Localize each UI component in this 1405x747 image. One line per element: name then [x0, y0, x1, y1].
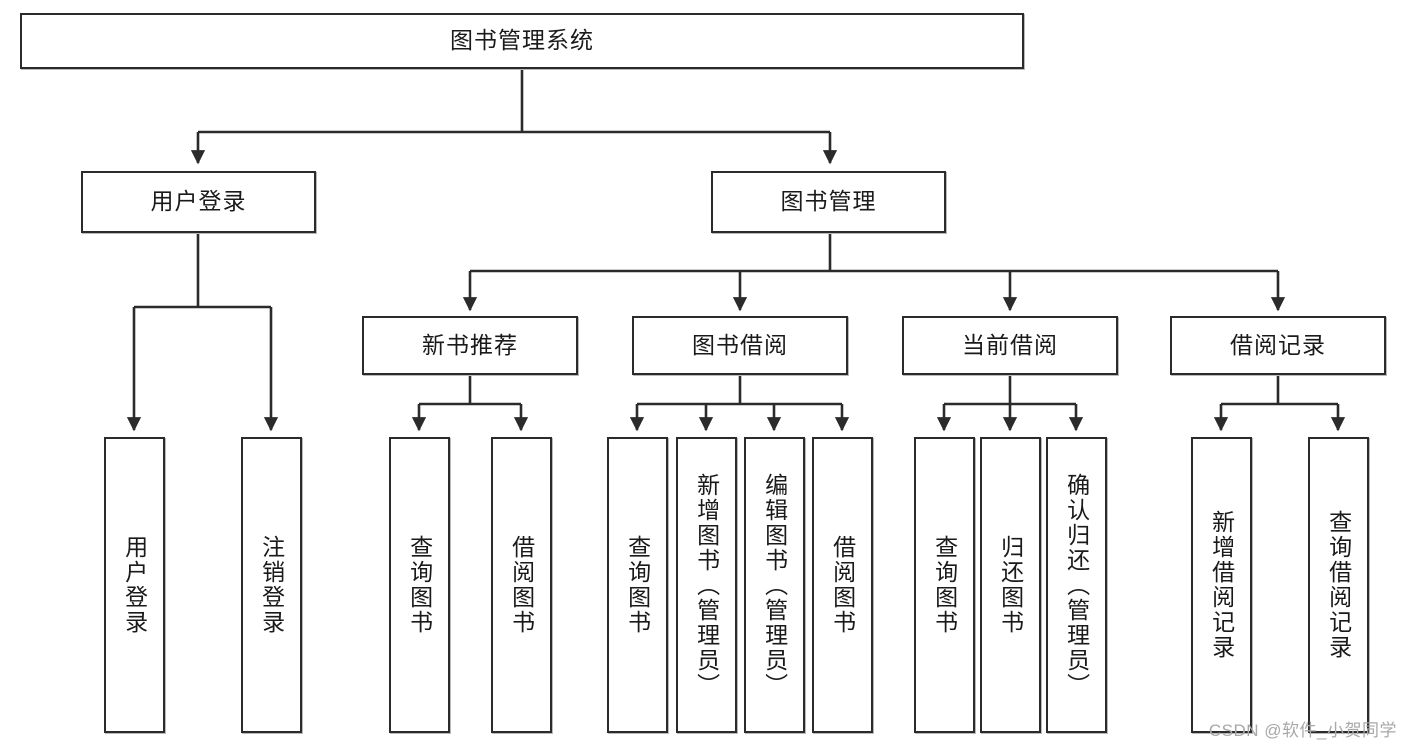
- leaf-bookborrow-add-book[interactable]: 新增图书（管理员）: [676, 437, 737, 733]
- node-book-management[interactable]: 图书管理: [711, 171, 946, 233]
- node-label: 确认归还（管理员）: [1063, 472, 1090, 698]
- node-label: 注销登录: [258, 535, 285, 635]
- leaf-user-login[interactable]: 用户登录: [104, 437, 165, 733]
- node-label: 借阅图书: [508, 535, 535, 635]
- leaf-bookborrow-borrow-book[interactable]: 借阅图书: [812, 437, 873, 733]
- leaf-currentborrow-confirm-return[interactable]: 确认归还（管理员）: [1046, 437, 1107, 733]
- node-label: 新增图书（管理员）: [693, 472, 720, 698]
- node-label: 查询图书: [931, 535, 958, 635]
- csdn-watermark: CSDN @软件_小贺同学: [1208, 721, 1397, 740]
- node-root-system[interactable]: 图书管理系统: [20, 13, 1024, 69]
- node-label: 图书管理: [780, 188, 877, 215]
- node-new-book-recommend[interactable]: 新书推荐: [362, 316, 578, 375]
- leaf-currentborrow-return-book[interactable]: 归还图书: [980, 437, 1041, 733]
- node-label: 编辑图书（管理员）: [761, 472, 788, 698]
- node-label: 用户登录: [121, 535, 148, 635]
- node-user-login[interactable]: 用户登录: [81, 171, 316, 233]
- leaf-borrowrecord-add-record[interactable]: 新增借阅记录: [1191, 437, 1252, 733]
- leaf-newbook-borrow-book[interactable]: 借阅图书: [491, 437, 552, 733]
- node-label: 图书管理系统: [450, 27, 594, 54]
- leaf-currentborrow-query-book[interactable]: 查询图书: [914, 437, 975, 733]
- node-label: 图书借阅: [692, 331, 788, 358]
- leaf-borrowrecord-query-record[interactable]: 查询借阅记录: [1308, 437, 1369, 733]
- node-label: 归还图书: [997, 535, 1024, 635]
- node-label: 借阅记录: [1230, 331, 1326, 358]
- node-label: 新增借阅记录: [1208, 510, 1235, 660]
- node-book-borrow[interactable]: 图书借阅: [632, 316, 848, 375]
- node-borrow-record[interactable]: 借阅记录: [1170, 316, 1386, 375]
- node-label: 新书推荐: [422, 331, 518, 358]
- node-label: 当前借阅: [962, 331, 1058, 358]
- node-label: 查询借阅记录: [1325, 510, 1352, 660]
- leaf-bookborrow-query-book[interactable]: 查询图书: [607, 437, 668, 733]
- node-label: 查询图书: [406, 535, 433, 635]
- node-label: 查询图书: [624, 535, 651, 635]
- leaf-logout[interactable]: 注销登录: [241, 437, 302, 733]
- leaf-bookborrow-edit-book[interactable]: 编辑图书（管理员）: [744, 437, 805, 733]
- node-label: 借阅图书: [829, 535, 856, 635]
- leaf-newbook-query-book[interactable]: 查询图书: [389, 437, 450, 733]
- node-label: 用户登录: [150, 188, 247, 215]
- node-current-borrow[interactable]: 当前借阅: [902, 316, 1118, 375]
